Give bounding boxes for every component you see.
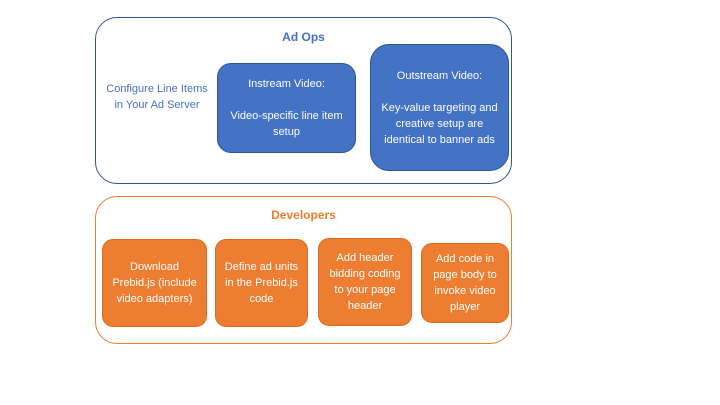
add-page-body-code-box: Add code in page body to invoke video pl… bbox=[421, 243, 509, 323]
define-ad-units-box: Define ad units in the Prebid.js code bbox=[215, 239, 308, 327]
download-prebid-box: Download Prebid.js (include video adapte… bbox=[102, 239, 207, 327]
add-header-bidding-label: Add header bidding coding to your page h… bbox=[329, 252, 401, 312]
define-ad-units-label: Define ad units in the Prebid.js code bbox=[224, 261, 299, 305]
developers-group-title: Developers bbox=[271, 208, 336, 222]
instream-video-heading: Instream Video: bbox=[248, 78, 325, 90]
adops-group: Ad Ops Configure Line Items in Your Ad S… bbox=[95, 17, 512, 184]
outstream-video-heading: Outstream Video: bbox=[396, 69, 483, 82]
adops-group-title: Ad Ops bbox=[282, 30, 325, 44]
add-page-body-code-label: Add code in page body to invoke video pl… bbox=[433, 253, 497, 313]
outstream-video-body: Key-value targeting and creative setup a… bbox=[381, 101, 498, 146]
instream-video-body: Video-specific line item setup bbox=[230, 110, 343, 138]
download-prebid-label: Download Prebid.js (include video adapte… bbox=[112, 261, 197, 305]
adops-side-label: Configure Line Items in Your Ad Server bbox=[106, 83, 208, 111]
outstream-video-box: Outstream Video: Key-value targeting and… bbox=[370, 44, 509, 171]
add-header-bidding-box: Add header bidding coding to your page h… bbox=[318, 238, 412, 326]
instream-video-box: Instream Video: Video-specific line item… bbox=[217, 63, 356, 153]
developers-group: Developers Download Prebid.js (include v… bbox=[95, 196, 512, 344]
